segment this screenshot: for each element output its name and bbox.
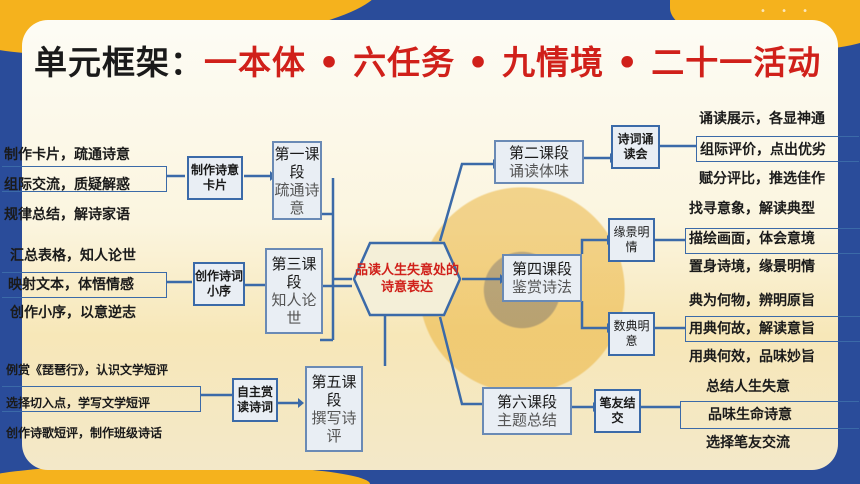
situation-card: 制作诗意卡片 (187, 156, 243, 200)
lesson-2-title: 第二课段 (508, 144, 569, 162)
center-topic: 品读人生失意处的诗意表达 (354, 263, 459, 295)
activity-scene-2: 描绘画面，体会意境 (689, 231, 815, 247)
activity-card-1: 制作卡片，疏通诗意 (4, 147, 130, 163)
page-title: 单元框架：一本体 • 六任务 • 九情境 • 二十一活动 (34, 36, 821, 84)
activity-allusion-2: 用典何故，解读意旨 (689, 321, 815, 337)
activity-penpal-3: 选择笔友交流 (706, 435, 790, 451)
title-main: 单元框架： (34, 43, 204, 82)
situation-scene: 缘景明情 (608, 218, 655, 262)
lesson-2: 第二课段 诵读体味 (494, 140, 584, 184)
situation-preface: 创作诗词小序 (193, 262, 245, 306)
activity-card-2: 组际交流，质疑解惑 (4, 177, 130, 193)
activity-scene-1: 找寻意象，解读典型 (689, 201, 815, 217)
activity-self-2: 选择切入点，学写文学短评 (6, 396, 151, 410)
lesson-1-title: 第一课段 (274, 144, 320, 181)
situation-allusion: 数典明意 (608, 312, 655, 356)
activity-recital-1: 诵读展示，各显神通 (699, 111, 825, 127)
activity-bracket (685, 228, 860, 254)
activity-preface-1: 汇总表格，知人论世 (10, 248, 136, 264)
activity-recital-3: 赋分评比，推选佳作 (699, 171, 825, 187)
situation-self-reading: 自主赏读诗词 (232, 378, 278, 422)
lesson-6: 第六课段 主题总结 (482, 387, 572, 435)
activity-allusion-3: 用典何效，品味妙旨 (689, 349, 815, 365)
lesson-5-desc: 撰写诗评 (311, 409, 357, 445)
activity-recital-2: 组际评价，点出优劣 (700, 142, 826, 158)
lesson-5: 第五课段 撰写诗评 (305, 366, 363, 452)
activity-bracket (2, 166, 167, 192)
lesson-3: 第三课段 知人论世 (265, 248, 323, 334)
situation-recital: 诗词诵读会 (611, 125, 660, 169)
title-sub: 一本体 • 六任务 • 九情境 • 二十一活动 (204, 43, 822, 82)
lesson-3-title: 第三课段 (271, 255, 317, 291)
activity-scene-3: 置身诗境，缘景明情 (689, 259, 815, 275)
situation-penpal: 笔友结交 (594, 389, 641, 433)
activity-penpal-1: 总结人生失意 (706, 379, 790, 395)
lesson-4: 第四课段 鉴赏诗法 (502, 254, 582, 302)
activity-bracket (2, 272, 167, 298)
activity-self-3: 创作诗歌短评，制作班级诗话 (6, 426, 163, 440)
activity-bracket (696, 136, 859, 162)
lesson-1: 第一课段 疏通诗意 (272, 141, 322, 220)
activity-preface-2: 映射文本，体悟情感 (8, 277, 134, 293)
activity-bracket (2, 386, 201, 412)
lesson-1-desc: 疏通诗意 (274, 180, 320, 217)
activity-penpal-2: 品味生命诗意 (708, 407, 792, 423)
lesson-2-desc: 诵读体味 (508, 162, 569, 180)
activity-bracket (680, 401, 859, 429)
activity-allusion-1: 典为何物，辨明原旨 (689, 293, 815, 309)
activity-self-1: 例赏《琵琶行》，认识文学短评 (6, 363, 169, 377)
lesson-5-title: 第五课段 (311, 373, 357, 409)
activity-card-3: 规律总结，解诗家语 (4, 207, 130, 223)
center-hexagon (352, 241, 462, 317)
lesson-4-title: 第四课段 (511, 260, 572, 278)
activity-bracket (685, 316, 860, 342)
lesson-6-desc: 主题总结 (496, 411, 557, 429)
lesson-6-title: 第六课段 (496, 393, 557, 411)
lesson-3-desc: 知人论世 (271, 291, 317, 327)
activity-preface-3: 创作小序，以意逆志 (10, 305, 136, 321)
lesson-4-desc: 鉴赏诗法 (511, 278, 572, 296)
